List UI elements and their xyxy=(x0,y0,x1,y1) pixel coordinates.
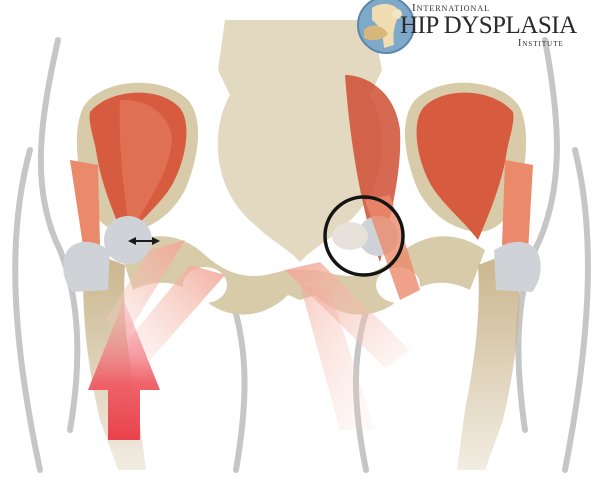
logo-text-hip-dysplasia: HIP DYSPLASIA xyxy=(400,12,577,40)
right-greater-trochanter xyxy=(494,242,541,292)
right-acetabulum xyxy=(332,222,368,250)
left-outer-muscle xyxy=(70,160,100,252)
logo-text-institute: Institute xyxy=(518,38,564,49)
right-outer-muscle xyxy=(502,160,533,252)
left-greater-trochanter xyxy=(63,242,110,292)
